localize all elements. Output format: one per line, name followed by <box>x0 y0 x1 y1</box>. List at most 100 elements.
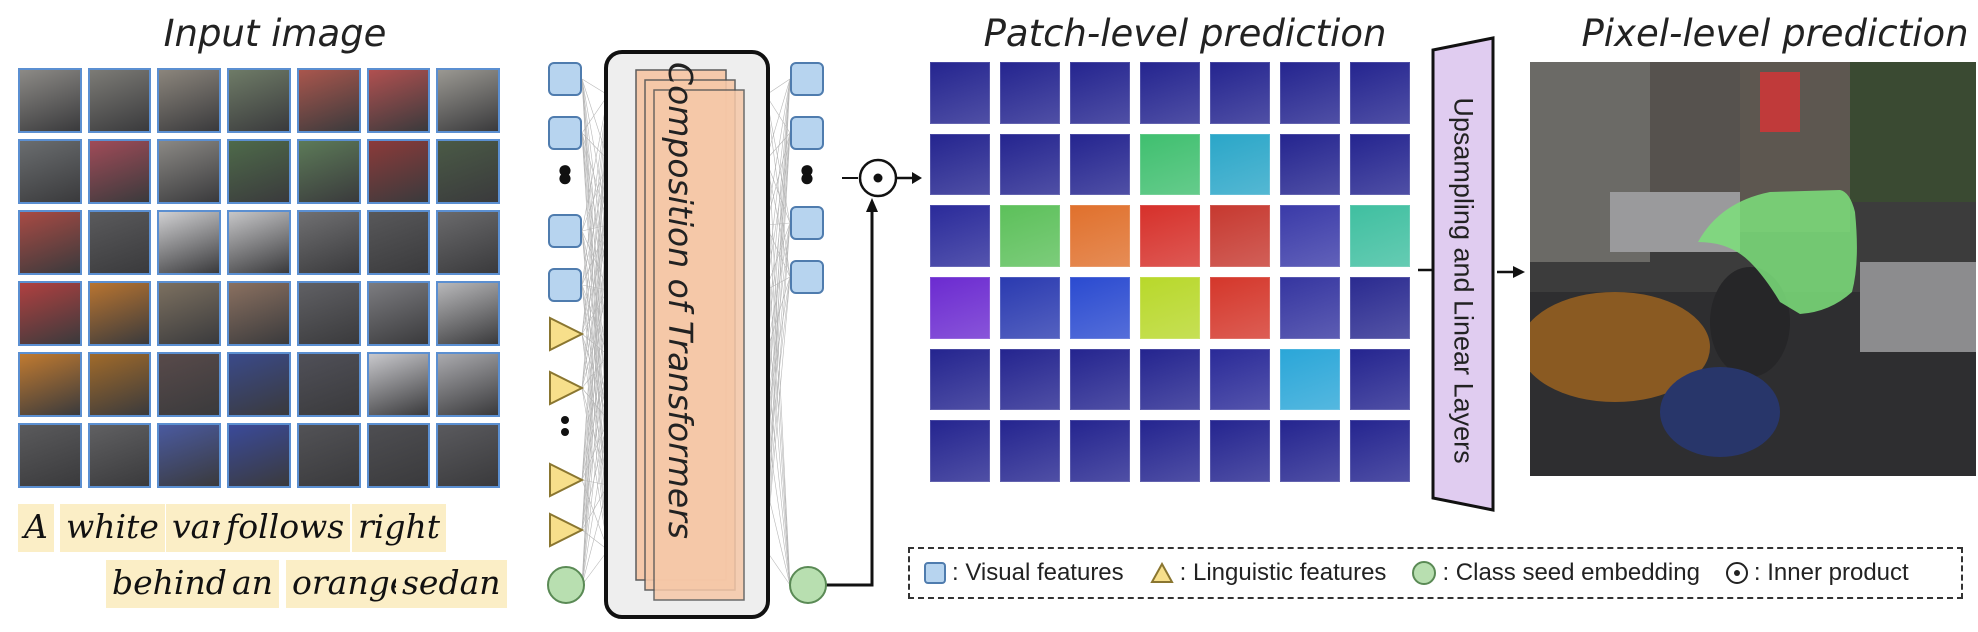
patch-prediction-tile <box>1350 133 1410 196</box>
patch-prediction-tile <box>1070 348 1130 411</box>
patch-prediction-tile <box>930 420 990 482</box>
circle-icon <box>1412 561 1437 585</box>
caption-word: white <box>60 504 165 552</box>
patch-prediction-tile <box>930 205 990 267</box>
patch-prediction-tile <box>1280 133 1340 196</box>
input-patch <box>366 423 431 488</box>
patch-prediction-tile <box>1000 133 1060 196</box>
patch-prediction-tile <box>1350 205 1410 267</box>
input-patch <box>227 139 291 204</box>
patch-prediction-tile <box>1350 420 1410 482</box>
input-patch <box>157 352 222 417</box>
patch-prediction-grid <box>930 62 1410 482</box>
patch-prediction-tile <box>1000 348 1060 411</box>
input-patch <box>436 210 500 275</box>
patch-prediction-tile <box>1140 277 1200 339</box>
patch-prediction-tile <box>1350 277 1410 339</box>
input-patch <box>436 139 500 204</box>
transformer-layers <box>635 69 745 601</box>
input-patch <box>157 68 222 133</box>
legend-inner-label: : Inner product <box>1753 559 1909 586</box>
input-patch <box>366 210 431 275</box>
input-patch <box>87 68 152 133</box>
patch-prediction-tile <box>1140 133 1200 196</box>
triangle-icon <box>549 462 585 498</box>
caption-word: A <box>18 504 54 552</box>
patch-prediction-tile <box>1140 205 1200 267</box>
patch-prediction-tile <box>1210 205 1270 267</box>
input-patch <box>87 281 152 346</box>
input-patch <box>87 210 152 275</box>
caption-word: right <box>352 504 446 552</box>
patch-prediction-tile <box>1070 420 1130 482</box>
input-patch <box>157 423 222 488</box>
patch-prediction-tile <box>1280 420 1340 482</box>
input-patch <box>18 281 82 346</box>
patch-prediction-tile <box>1140 62 1200 124</box>
legend-class-seed-label: : Class seed embedding <box>1442 559 1700 586</box>
patch-prediction-tile <box>930 133 990 196</box>
patch-prediction-tile <box>1350 62 1410 124</box>
triangle-icon <box>549 370 585 406</box>
patch-prediction-tile <box>930 62 990 124</box>
pixel-prediction-title: Pixel-level prediction <box>1581 12 1969 55</box>
input-patch <box>87 139 152 204</box>
input-patch <box>366 352 431 417</box>
patch-prediction-tile <box>1350 348 1410 411</box>
caption-word: behind <box>106 560 233 608</box>
patch-prediction-tile <box>1210 277 1270 339</box>
legend-inner: : Inner product <box>1725 559 1909 587</box>
patch-prediction-tile <box>1070 133 1130 196</box>
input-patch <box>296 210 361 275</box>
input-patch <box>227 210 291 275</box>
caption-word: orange <box>286 560 416 608</box>
square-icon <box>790 206 824 240</box>
legend-visual: : Visual features <box>924 559 1124 587</box>
input-patch <box>436 423 500 488</box>
patch-prediction-tile <box>1140 348 1200 411</box>
circle-icon <box>547 566 585 604</box>
caption-word: an <box>226 560 279 608</box>
square-icon <box>548 214 582 248</box>
input-patch <box>227 423 291 488</box>
patch-prediction-tile <box>1000 205 1060 267</box>
input-patch <box>18 210 82 275</box>
input-patch <box>18 68 82 133</box>
arrow-icon <box>912 172 922 184</box>
input-patch <box>227 352 291 417</box>
patch-prediction-tile <box>1280 348 1340 411</box>
caption-word: sedan <box>396 560 507 608</box>
patch-prediction-tile <box>1000 62 1060 124</box>
patch-prediction-tile <box>1280 62 1340 124</box>
input-patch <box>436 68 500 133</box>
input-patch <box>366 139 431 204</box>
patch-prediction-tile <box>1000 420 1060 482</box>
patch-prediction-tile <box>930 348 990 411</box>
caption-word: follows <box>220 504 351 552</box>
patch-prediction-tile <box>1210 420 1270 482</box>
triangle-icon <box>1149 562 1174 583</box>
legend-class-seed: : Class seed embedding <box>1412 559 1700 587</box>
patch-prediction-tile <box>1280 277 1340 339</box>
patch-prediction-tile <box>1070 205 1130 267</box>
street-scene <box>1530 62 1976 476</box>
patch-prediction-tile <box>1070 277 1130 339</box>
input-patch <box>157 139 222 204</box>
input-patch <box>87 352 152 417</box>
input-patch <box>296 68 361 133</box>
input-patch <box>227 68 291 133</box>
patch-prediction-tile <box>1000 277 1060 339</box>
legend-linguistic: : Linguistic features <box>1149 559 1386 587</box>
input-patch <box>18 352 82 417</box>
legend-visual-label: : Visual features <box>952 559 1124 586</box>
patch-prediction-tile <box>930 277 990 339</box>
patch-prediction-tile <box>1210 62 1270 124</box>
input-image-grid <box>18 68 500 488</box>
square-icon <box>548 62 582 96</box>
segmentation-mask <box>1698 190 1857 314</box>
input-patch <box>157 210 222 275</box>
input-patch <box>366 281 431 346</box>
input-patch <box>18 423 82 488</box>
square-icon <box>790 116 824 150</box>
